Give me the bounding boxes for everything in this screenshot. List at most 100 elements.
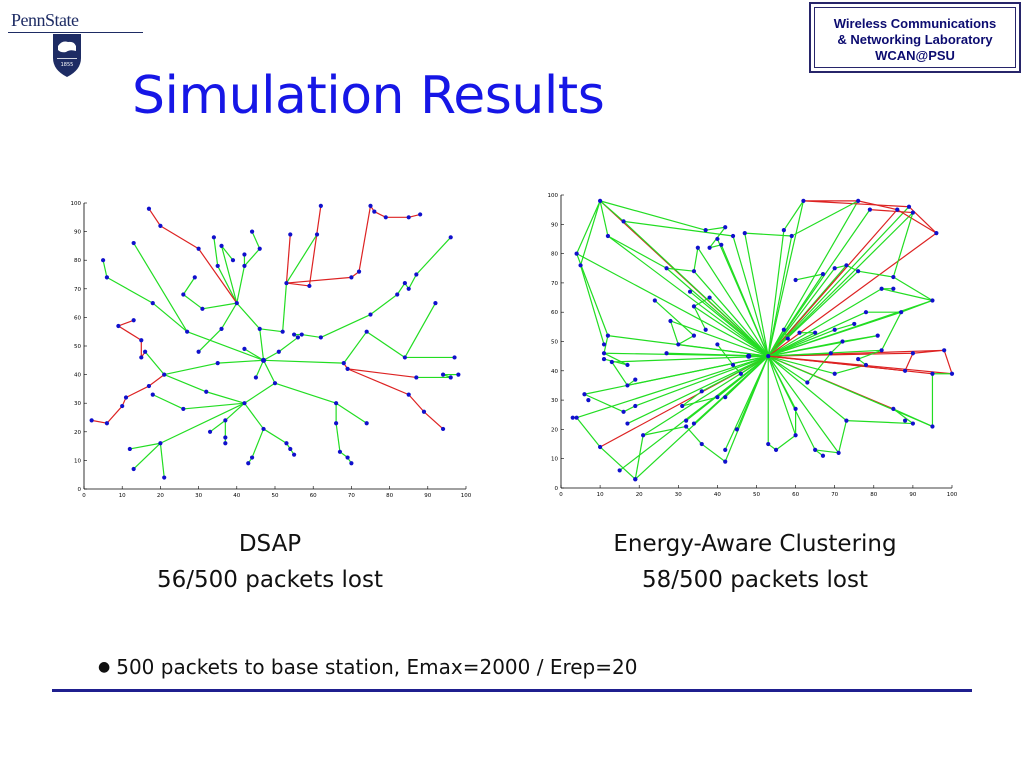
sensor-node (402, 355, 407, 360)
green-link (285, 234, 318, 284)
green-link (576, 200, 601, 254)
x-tick-label: 100 (461, 493, 472, 499)
sensor-node (899, 310, 904, 315)
green-link (767, 355, 840, 454)
x-tick-label: 60 (792, 492, 799, 498)
sensor-node (406, 286, 411, 291)
red-link (767, 232, 937, 357)
y-tick-label: 70 (74, 287, 81, 293)
green-link (768, 355, 835, 375)
green-link (767, 212, 914, 357)
sensor-node (930, 371, 935, 376)
x-tick-label: 30 (195, 493, 202, 499)
sensor-node (715, 342, 720, 347)
sensor-node (852, 321, 857, 327)
green-link (244, 382, 276, 404)
sensor-node (146, 206, 152, 211)
sensor-node (192, 275, 197, 280)
sensor-node (292, 332, 297, 337)
footer-rule (52, 689, 972, 692)
green-link (164, 362, 218, 376)
sensor-node (895, 207, 900, 212)
sensor-node (223, 435, 228, 440)
red-link (285, 234, 291, 284)
x-tick-label: 60 (310, 493, 317, 499)
sensor-node (601, 351, 607, 356)
green-link (576, 355, 769, 419)
red-link (286, 276, 352, 284)
x-tick-label: 0 (82, 493, 86, 499)
sensor-node (292, 452, 297, 457)
sensor-node (793, 406, 798, 411)
sensor-node (288, 232, 293, 237)
sensor-node (223, 418, 228, 423)
sensor-node (242, 401, 247, 406)
green-link (697, 247, 769, 357)
sensor-node (334, 421, 339, 426)
green-link (732, 235, 769, 357)
green-link (881, 311, 902, 351)
sensor-node (703, 327, 708, 332)
sensor-node (295, 335, 301, 340)
sensor-node (785, 336, 790, 341)
sensor-node (625, 383, 630, 388)
sensor-node (699, 441, 704, 447)
plot-area (561, 195, 952, 488)
sensor-node (942, 348, 947, 353)
sensor-node (318, 203, 323, 208)
green-link (301, 333, 321, 339)
y-tick-label: 10 (551, 457, 558, 463)
sensor-node (691, 269, 697, 274)
x-tick-label: 20 (157, 493, 164, 499)
green-link (744, 232, 769, 357)
sensor-node (934, 230, 939, 236)
sensor-node (284, 441, 289, 446)
green-link (251, 231, 261, 250)
sensor-node (781, 327, 786, 332)
lab-acronym: WCAN@PSU (875, 48, 955, 63)
green-link (186, 331, 264, 361)
green-link (846, 420, 913, 425)
sensor-node (621, 219, 626, 224)
green-link (678, 335, 695, 345)
sensor-node (433, 301, 438, 306)
sensor-node (162, 475, 167, 480)
x-tick-label: 80 (386, 493, 393, 499)
green-link (767, 235, 793, 357)
green-link (274, 382, 337, 404)
red-link (896, 209, 937, 234)
green-link (576, 253, 609, 336)
red-link (118, 319, 134, 327)
sensor-node (691, 333, 697, 338)
sensor-node (891, 406, 896, 411)
sensor-node (150, 392, 155, 397)
green-link (163, 374, 207, 393)
sensor-node (863, 362, 869, 368)
y-tick-label: 50 (74, 344, 81, 350)
sensor-node (127, 446, 132, 452)
red-link (91, 419, 108, 424)
sensor-node (930, 298, 935, 303)
green-link (900, 299, 933, 313)
sensor-node (687, 289, 693, 294)
sensor-node (856, 356, 861, 362)
sensor-node (276, 349, 281, 354)
green-link (724, 355, 769, 451)
green-link (795, 273, 824, 281)
sensor-node (625, 421, 630, 426)
sensor-node (789, 233, 794, 239)
green-link (335, 402, 368, 424)
sensor-node (699, 389, 704, 394)
sensor-node (844, 263, 849, 268)
green-link (767, 355, 808, 384)
green-link (221, 245, 234, 261)
green-link (320, 313, 371, 338)
green-link (744, 232, 792, 237)
sensor-node (185, 329, 190, 334)
green-link (767, 200, 805, 357)
green-link (815, 449, 839, 454)
x-tick-label: 50 (753, 492, 760, 498)
sensor-node (738, 371, 743, 376)
plot-area (84, 203, 466, 489)
green-link (576, 417, 601, 448)
